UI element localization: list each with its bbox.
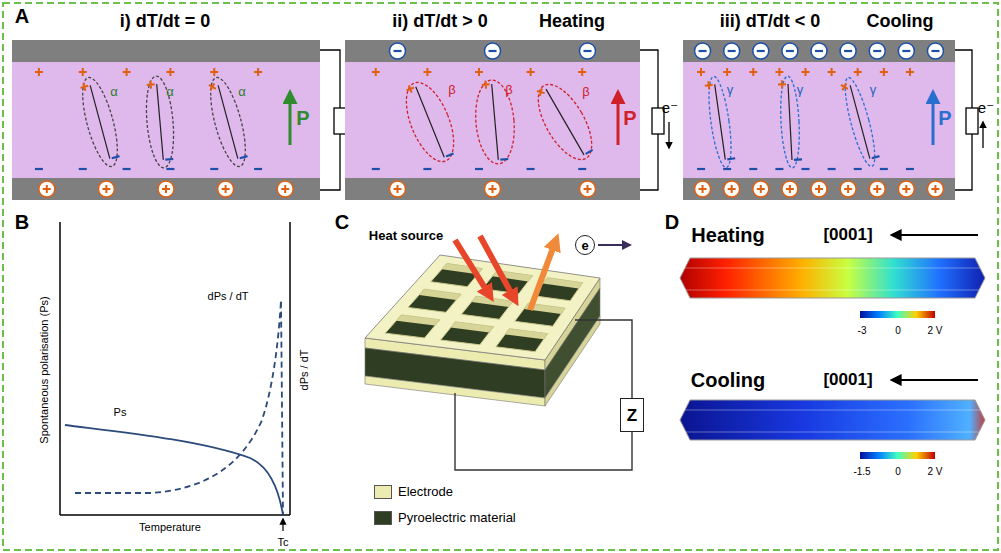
label: Tc [278,536,289,548]
label: Heat source [369,229,443,243]
label: β [505,83,512,97]
label: γ [797,83,804,97]
label: i) dT/dt = 0 [120,12,211,32]
legend-entry: Pyroelectric material [374,510,516,525]
legend-swatch [374,511,392,525]
legend-text: Pyroelectric material [398,510,516,525]
label: C [335,211,349,233]
panel-d-simulation [680,235,985,459]
pyro-cell [345,40,669,200]
label: iii) dT/dt < 0 [720,12,821,32]
label: ii) dT/dt > 0 [392,12,488,32]
label: β [448,83,455,97]
label: P [296,107,309,129]
label: e⁻ [978,100,994,117]
label: Ps [114,406,127,418]
label: Cooling [867,12,934,32]
label: dPs / dT [298,350,310,391]
label: γ [727,83,734,97]
panel-border [3,3,998,550]
label: B [15,211,29,233]
label: Heating [539,12,605,32]
legend-entry: Electrode [374,484,453,499]
label: 0 [895,466,901,477]
label: -1.5 [853,466,870,477]
panel-c-device [365,236,632,470]
label: Temperature [139,521,201,533]
panel-b-graph [60,222,290,531]
electron-circle: e [575,235,595,255]
label: Spontaneous polarisation (Ps) [38,296,50,443]
node-text: Z [627,407,637,424]
label: e⁻ [662,100,678,117]
label: 2 V [927,466,942,477]
label: dPs / dT [208,290,249,302]
panel-a-art [12,40,983,200]
label: A [15,5,29,27]
label: α [238,85,246,99]
label: α [166,85,174,99]
label: P [623,107,636,129]
label: Heating [691,224,764,246]
label: P [938,107,951,129]
load-box: Z [620,398,644,432]
legend-text: Electrode [398,484,453,499]
label: β [582,85,589,99]
label: [0001] [823,226,872,245]
label: -3 [858,325,867,336]
label: D [665,211,679,233]
pyro-cell [12,40,346,200]
legend-swatch [374,485,392,499]
label: γ [870,83,877,97]
label: α [110,85,118,99]
label: 0 [895,325,901,336]
pyro-cell [683,40,983,200]
label: Cooling [691,369,765,391]
label: [0001] [823,371,872,390]
label: 2 V [927,325,942,336]
node-text: e [581,239,588,252]
